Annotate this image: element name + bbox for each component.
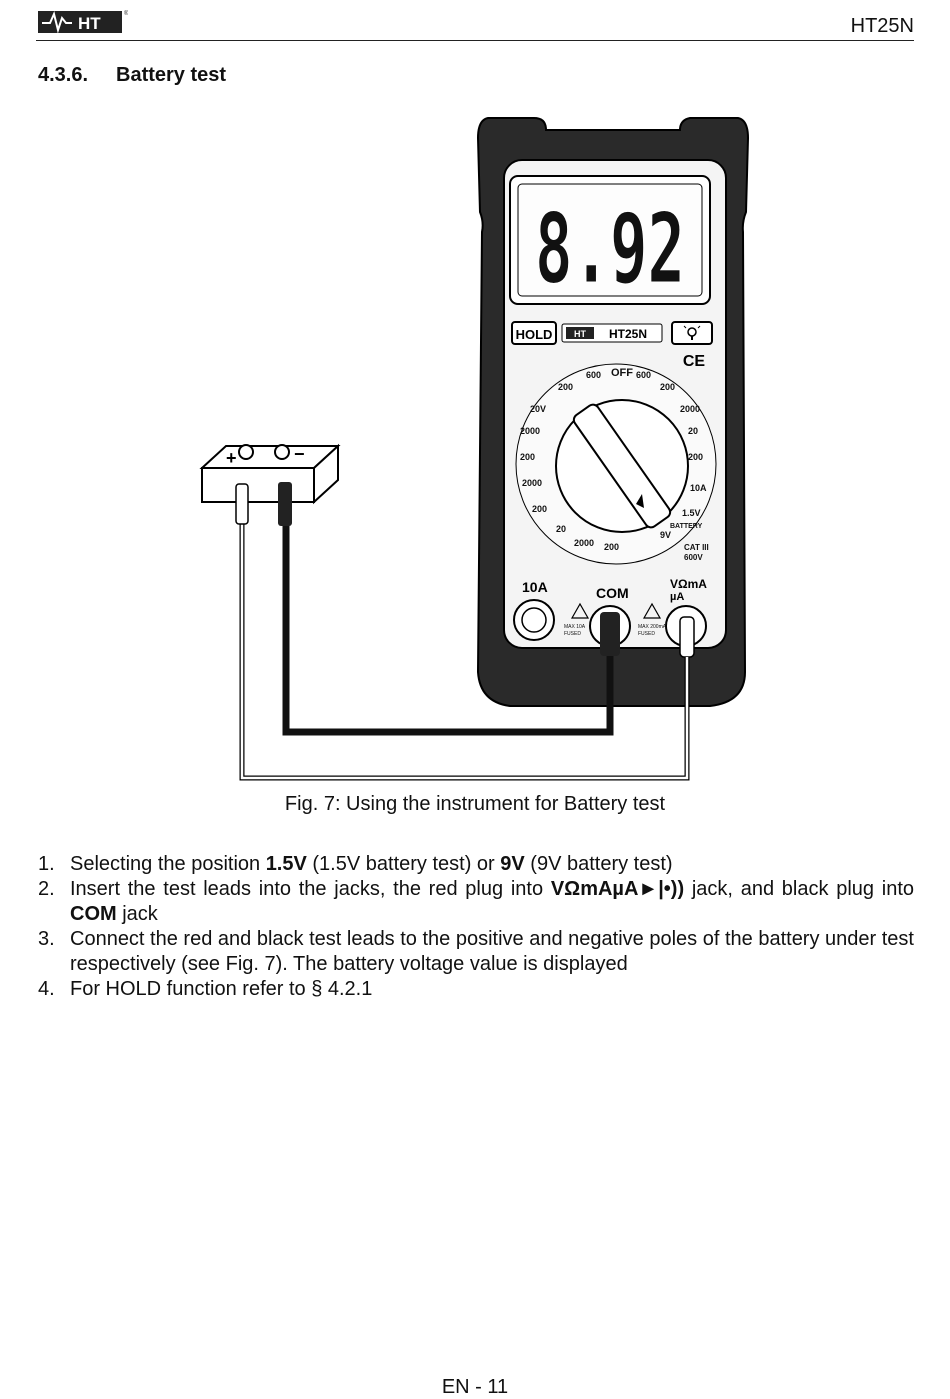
battery: + − [199, 443, 341, 526]
svg-text:200: 200 [558, 382, 573, 392]
svg-text:2000: 2000 [680, 404, 700, 414]
svg-text:2000: 2000 [520, 426, 540, 436]
svg-text:OFF: OFF [611, 367, 633, 379]
svg-text:200: 200 [660, 382, 675, 392]
diode-buzzer-icon: ►|•)) [638, 878, 685, 900]
page-number: EN - 11 [441, 1376, 509, 1398]
section-number: 4.3.6. [38, 64, 89, 86]
svg-text:1.5V: 1.5V [682, 508, 701, 518]
svg-text:20V: 20V [530, 404, 546, 414]
lcd-reading: 8.92 [535, 193, 685, 305]
header-model: HT25N [850, 15, 914, 37]
svg-text:20: 20 [556, 524, 566, 534]
svg-text:200: 200 [604, 542, 619, 552]
ht-logo: HT ® [38, 8, 129, 36]
list-item: 3. Connect the red and black test leads … [38, 928, 914, 975]
procedure-list: 1. Selecting the position 1.5V (1.5V bat… [38, 852, 914, 1002]
svg-text:10A: 10A [690, 483, 707, 493]
hold-label: HOLD [516, 327, 553, 342]
svg-text:CAT III: CAT III [684, 543, 709, 552]
list-item: 1. Selecting the position 1.5V (1.5V bat… [38, 853, 673, 875]
svg-text:600: 600 [636, 370, 651, 380]
svg-text:10A: 10A [522, 579, 548, 595]
panel-model: HT25N [609, 327, 647, 341]
svg-text:200: 200 [688, 452, 703, 462]
figure-caption: Fig. 7: Using the instrument for Battery… [284, 793, 666, 815]
svg-text:600: 600 [586, 370, 601, 380]
header-divider [36, 40, 914, 41]
panel-brand: HT [574, 329, 586, 339]
svg-text:FUSED: FUSED [564, 631, 581, 637]
battery-minus-label: − [294, 444, 305, 464]
svg-text:BATTERY: BATTERY [670, 523, 703, 530]
svg-text:9V: 9V [660, 530, 671, 540]
svg-text:µA: µA [670, 591, 684, 603]
svg-text:FUSED: FUSED [638, 631, 655, 637]
backlight-icon [683, 325, 701, 340]
backlight-button [671, 321, 713, 345]
warning-icon [570, 602, 590, 619]
list-item: 4. For HOLD function refer to § 4.2.1 [38, 978, 373, 1000]
multimeter: 8.92 HOLD HT HT25N CE [476, 117, 750, 707]
warning-icon [642, 602, 662, 619]
rotary-dial [515, 363, 717, 565]
battery-plus-label: + [226, 448, 237, 468]
svg-text:200: 200 [520, 452, 535, 462]
svg-text:20: 20 [688, 426, 698, 436]
svg-text:2000: 2000 [522, 478, 542, 488]
svg-text:VΩmA: VΩmA [670, 577, 707, 591]
section-title: Battery test [116, 64, 227, 86]
svg-text:HT: HT [78, 14, 101, 33]
svg-text:600V: 600V [684, 553, 703, 562]
svg-text:MAX 200mA: MAX 200mA [638, 624, 667, 630]
section-heading: 4.3.6. Battery test [38, 64, 226, 87]
ce-mark: CE [683, 353, 706, 370]
battery-test-figure: 8.92 HOLD HT HT25N CE [190, 112, 770, 792]
svg-text:®: ® [124, 10, 128, 17]
svg-text:COM: COM [596, 585, 629, 601]
test-leads [239, 492, 695, 781]
dial-pointer [636, 494, 644, 508]
svg-text:200: 200 [532, 504, 547, 514]
svg-text:MAX 10A: MAX 10A [564, 624, 586, 630]
list-item: 2. Insert the test leads into the jacks,… [38, 878, 915, 925]
svg-text:2000: 2000 [574, 538, 594, 548]
hold-button [511, 321, 557, 345]
